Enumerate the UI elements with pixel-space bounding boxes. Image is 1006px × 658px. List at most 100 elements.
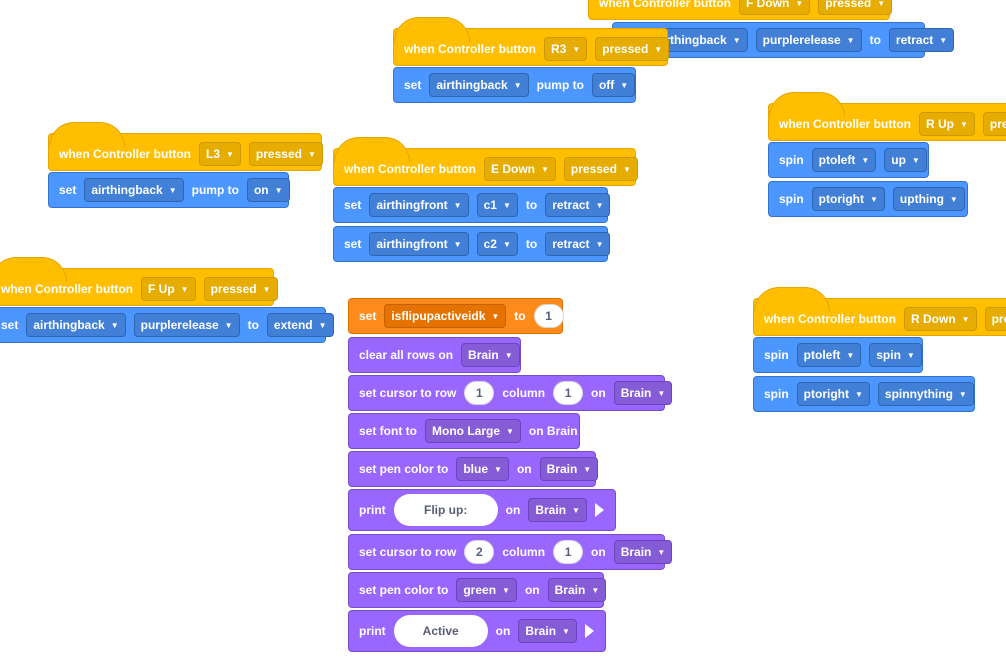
- device-dropdown[interactable]: Brain▼: [461, 343, 520, 367]
- direction-dropdown[interactable]: up▼: [884, 148, 927, 172]
- channel-dropdown[interactable]: c2▼: [476, 232, 518, 256]
- fup-hat-block[interactable]: when Controller button F Up▼ pressed▼: [0, 257, 278, 306]
- device-dropdown[interactable]: Brain▼: [547, 578, 607, 602]
- variable-dropdown[interactable]: isflipupactiveidk▼: [384, 304, 507, 328]
- valve-dropdown[interactable]: purplerelease▼: [755, 28, 862, 52]
- state-dropdown[interactable]: on▼: [246, 178, 290, 202]
- device-dropdown[interactable]: Brain▼: [539, 457, 599, 481]
- state-dropdown[interactable]: retract▼: [545, 232, 611, 256]
- rdown-spin-block-1[interactable]: spin ptoleft▼ spin▼: [753, 337, 923, 373]
- set-cursor-block-1[interactable]: set cursor to row 1 column 1 on Brain▼: [348, 375, 673, 411]
- to-label: to: [525, 237, 538, 251]
- var-dropdown[interactable]: airthingback▼: [26, 313, 126, 337]
- print-label: print: [359, 503, 386, 517]
- action-dropdown[interactable]: pressed▼: [595, 37, 670, 61]
- font-dropdown[interactable]: Mono Large▼: [425, 419, 521, 443]
- set-cursor-block-2[interactable]: set cursor to row 2 column 1 on Brain▼: [348, 534, 673, 570]
- on-label: on: [505, 503, 521, 517]
- action-dropdown[interactable]: pressed▼: [248, 142, 323, 166]
- to-label: to: [869, 33, 881, 47]
- var-dropdown[interactable]: airthingfront▼: [369, 193, 469, 217]
- clear-rows-block[interactable]: clear all rows on Brain▼: [348, 337, 521, 373]
- hat-label: when Controller button: [59, 147, 191, 161]
- color-dropdown[interactable]: blue▼: [456, 457, 509, 481]
- set-pen-color-block-2[interactable]: set pen color to green▼ on Brain▼: [348, 572, 607, 608]
- expand-arrow-icon[interactable]: [594, 503, 604, 517]
- set-label: set: [59, 183, 77, 197]
- hat-label: when Controller button: [599, 0, 731, 10]
- device-dropdown[interactable]: Brain▼: [613, 381, 673, 405]
- set-variable-block[interactable]: set isflipupactiveidk▼ to 1: [348, 298, 564, 334]
- text-input[interactable]: Flip up:: [393, 494, 498, 526]
- direction-dropdown[interactable]: spinnything▼: [877, 382, 974, 406]
- set-pen-color-block-1[interactable]: set pen color to blue▼ on Brain▼: [348, 451, 599, 487]
- edown-hat-block[interactable]: when Controller button E Down▼ pressed▼: [333, 137, 638, 186]
- text-input[interactable]: Active: [393, 615, 488, 647]
- l3-hat-block[interactable]: when Controller button L3▼ pressed▼: [48, 122, 323, 171]
- direction-dropdown[interactable]: spin▼: [869, 343, 922, 367]
- state-dropdown[interactable]: retract▼: [545, 193, 611, 217]
- fdown-hat-block[interactable]: when Controller button F Down▼ pressed▼: [588, 0, 893, 20]
- var-dropdown[interactable]: airthingback▼: [84, 178, 184, 202]
- button-dropdown[interactable]: F Up▼: [140, 277, 196, 301]
- action-dropdown[interactable]: pre: [984, 307, 1006, 331]
- r3-hat-block[interactable]: when Controller button R3▼ pressed▼: [393, 17, 670, 66]
- to-label: to: [514, 309, 526, 323]
- button-dropdown[interactable]: F Down▼: [738, 0, 811, 15]
- r3-set-block[interactable]: set airthingback▼ pump to off▼: [393, 67, 636, 103]
- fup-set-block[interactable]: set airthingback▼ purplerelease▼ to exte…: [0, 307, 334, 343]
- rup-spin-block-2[interactable]: spin ptoright▼ upthing▼: [768, 181, 968, 217]
- direction-dropdown[interactable]: upthing▼: [892, 187, 965, 211]
- button-dropdown[interactable]: R3▼: [543, 37, 588, 61]
- print-block-2[interactable]: print Active on Brain▼: [348, 610, 606, 652]
- state-dropdown[interactable]: extend▼: [266, 313, 334, 337]
- edown-set-block-2[interactable]: set airthingfront▼ c2▼ to retract▼: [333, 226, 611, 262]
- l3-set-block[interactable]: set airthingback▼ pump to on▼: [48, 172, 290, 208]
- value-input[interactable]: 1: [533, 304, 564, 328]
- action-dropdown[interactable]: pressed▼: [563, 157, 638, 181]
- pump-to-label: pump to: [191, 183, 239, 197]
- valve-dropdown[interactable]: purplerelease▼: [133, 313, 240, 337]
- device-dropdown[interactable]: Brain▼: [528, 498, 587, 522]
- color-dropdown[interactable]: green▼: [456, 578, 517, 602]
- var-dropdown[interactable]: airthingback▼: [429, 73, 529, 97]
- motor-dropdown[interactable]: ptoright▼: [796, 382, 870, 406]
- rup-spin-block-1[interactable]: spin ptoleft▼ up▼: [768, 142, 929, 178]
- font-label: set font to: [359, 424, 417, 438]
- row-input[interactable]: 1: [464, 381, 495, 405]
- print-block-1[interactable]: print Flip up: on Brain▼: [348, 489, 616, 531]
- edown-set-block-1[interactable]: set airthingfront▼ c1▼ to retract▼: [333, 187, 611, 223]
- rdown-spin-block-2[interactable]: spin ptoright▼ spinnything▼: [753, 376, 975, 412]
- button-dropdown[interactable]: E Down▼: [483, 157, 556, 181]
- spin-label: spin: [764, 387, 789, 401]
- set-label: set: [344, 237, 362, 251]
- column-input[interactable]: 1: [553, 381, 584, 405]
- motor-dropdown[interactable]: ptoleft▼: [811, 148, 877, 172]
- hat-label: when Controller button: [344, 162, 476, 176]
- rup-hat-block[interactable]: when Controller button R Up▼ pres: [768, 92, 1006, 141]
- state-dropdown[interactable]: off▼: [591, 73, 636, 97]
- device-dropdown[interactable]: Brain▼: [613, 540, 673, 564]
- on-label: on: [495, 624, 511, 638]
- expand-arrow-icon[interactable]: [584, 624, 594, 638]
- hat-label: when Controller button: [779, 117, 911, 131]
- motor-dropdown[interactable]: ptoleft▼: [796, 343, 862, 367]
- device-dropdown[interactable]: Brain▼: [518, 619, 577, 643]
- row-input[interactable]: 2: [464, 540, 495, 564]
- pump-to-label: pump to: [536, 78, 584, 92]
- var-dropdown[interactable]: airthingfront▼: [369, 232, 469, 256]
- action-dropdown[interactable]: pressed▼: [818, 0, 893, 15]
- set-font-block[interactable]: set font to Mono Large▼ on Brain: [348, 413, 580, 449]
- action-dropdown[interactable]: pres: [982, 112, 1006, 136]
- action-dropdown[interactable]: pressed▼: [203, 277, 278, 301]
- state-dropdown[interactable]: retract▼: [888, 28, 955, 52]
- button-dropdown[interactable]: R Up▼: [918, 112, 975, 136]
- hat-cap: [769, 92, 845, 117]
- button-dropdown[interactable]: R Down▼: [903, 307, 977, 331]
- channel-dropdown[interactable]: c1▼: [476, 193, 518, 217]
- rdown-hat-block[interactable]: when Controller button R Down▼ pre: [753, 287, 1006, 336]
- motor-dropdown[interactable]: ptoright▼: [811, 187, 885, 211]
- column-input[interactable]: 1: [553, 540, 584, 564]
- button-dropdown[interactable]: L3▼: [198, 142, 241, 166]
- on-label: on: [524, 583, 540, 597]
